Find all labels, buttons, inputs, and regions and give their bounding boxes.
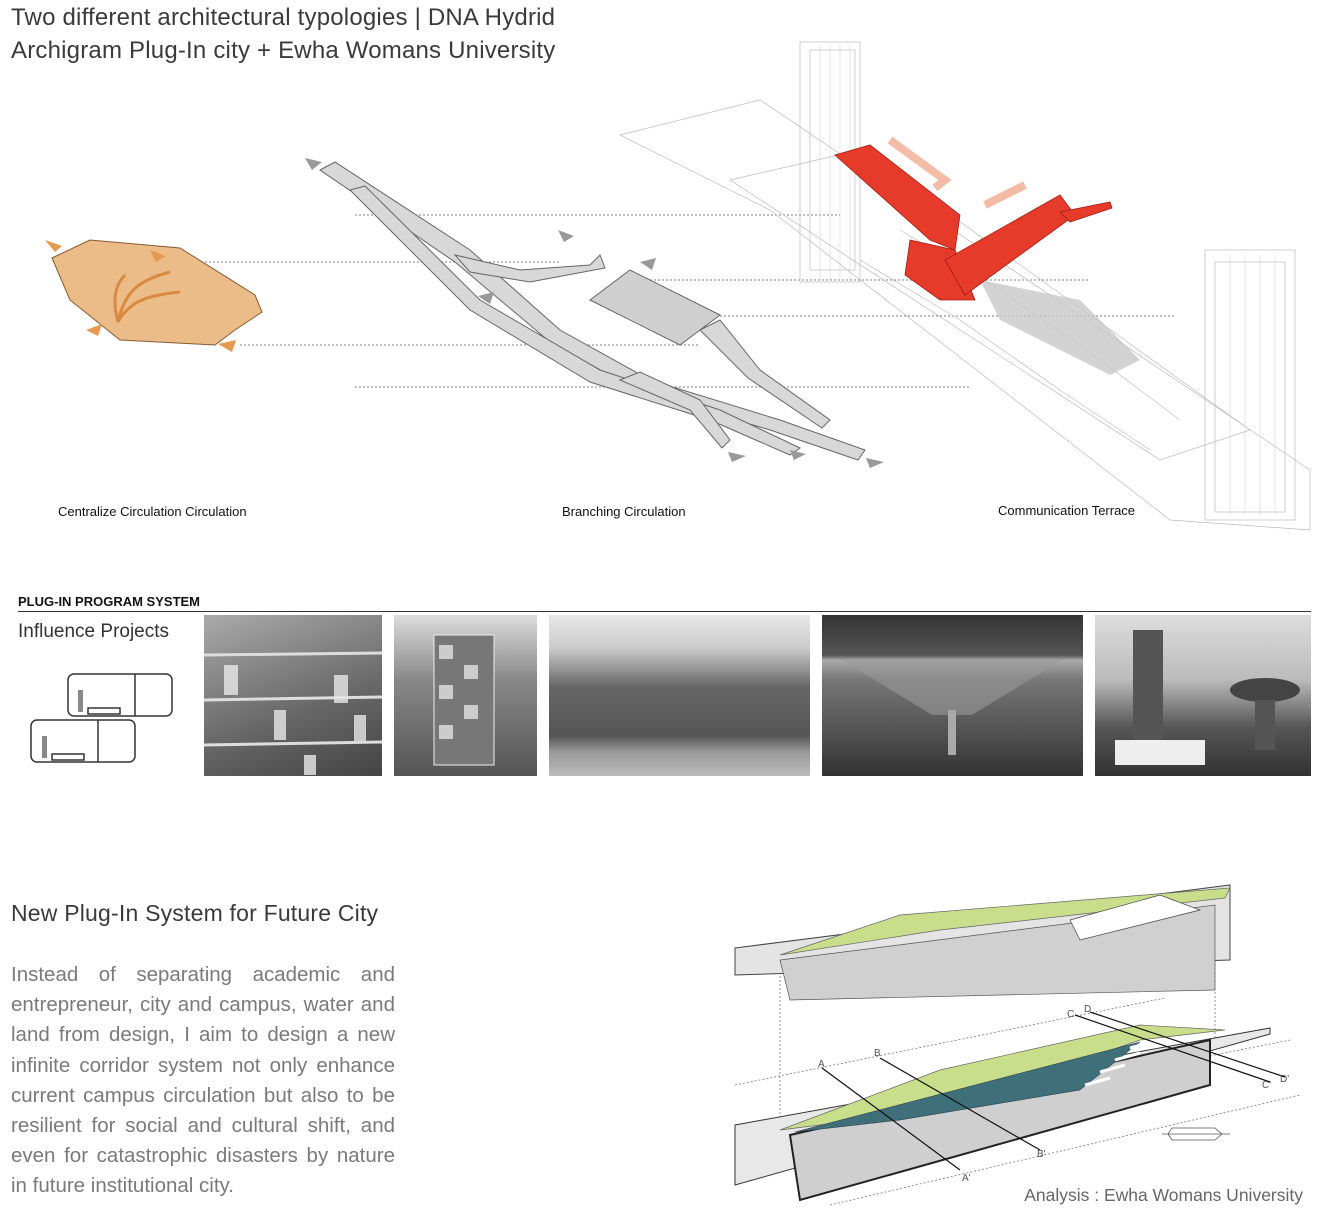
label-d-prime: D' — [1280, 1074, 1289, 1085]
caption-branching: Branching Circulation — [562, 504, 686, 519]
label-b: B — [874, 1048, 881, 1059]
photo-plug-in-city-model — [204, 615, 382, 776]
section-divider — [18, 611, 1311, 612]
influence-heading: Influence Projects — [18, 621, 170, 642]
communication-terrace-diagram — [618, 41, 1311, 531]
page-title-line-1: Two different architectural typologies |… — [11, 4, 556, 31]
analysis-caption: Analysis : Ewha Womans University — [1024, 1185, 1303, 1205]
page-title-line-2: Archigram Plug-In city + Ewha Womans Uni… — [11, 37, 556, 64]
future-city-description: Instead of separating academic and entre… — [11, 963, 395, 1198]
dotted-guides — [185, 214, 1175, 388]
caption-centralize: Centralize Circulation Circulation — [58, 504, 247, 519]
label-a: A — [818, 1059, 825, 1070]
label-c-prime: C' — [1262, 1080, 1271, 1091]
label-c: C — [1067, 1009, 1074, 1020]
circulation-diagrams — [45, 41, 1311, 531]
upper-section-model — [734, 884, 1231, 1001]
key-plan-icon — [1162, 1127, 1230, 1141]
section-heading: PLUG-IN PROGRAM SYSTEM — [18, 594, 201, 609]
label-b-prime: B' — [1037, 1149, 1046, 1160]
future-city-title: New Plug-In System for Future City — [11, 900, 379, 926]
capsule-plan-drawing — [30, 673, 173, 763]
lower-section-model — [734, 1011, 1286, 1202]
photo-habitat-housing — [549, 615, 810, 776]
photo-plug-in-buildings — [1095, 615, 1311, 776]
label-a-prime: A' — [962, 1173, 971, 1184]
photo-capsule-tower — [394, 615, 537, 776]
label-d: D — [1084, 1004, 1091, 1015]
caption-terrace: Communication Terrace — [998, 503, 1136, 518]
centralize-circulation-diagram — [45, 239, 263, 352]
photo-canopy-structure — [822, 615, 1083, 776]
branching-circulation-diagram — [305, 158, 884, 468]
